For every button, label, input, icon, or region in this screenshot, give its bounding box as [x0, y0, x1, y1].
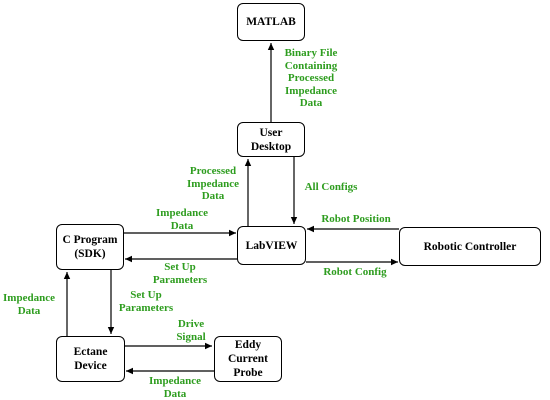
- ectane-device-label: Ectane Device: [73, 346, 108, 372]
- edge-label-all-configs: All Configs: [304, 181, 358, 193]
- user-desktop-label: User Desktop: [250, 126, 292, 153]
- edge-label-impedance-data-bottom: Impedance Data: [149, 375, 201, 400]
- edge-label-drive-signal: Drive Signal: [176, 318, 206, 343]
- eddy-current-probe-label: Eddy Current Probe: [227, 339, 269, 379]
- edge-label-setup-parameters-labview-to-c: Set Up Parameters: [152, 261, 208, 286]
- matlab-label: MATLAB: [246, 16, 296, 28]
- ectane-device-node: Ectane Device: [56, 336, 125, 382]
- robotic-controller-node: Robotic Controller: [399, 227, 541, 266]
- edge-label-impedance-data-c-to-labview: Impedance Data: [156, 207, 208, 232]
- c-program-label: C Program (SDK): [62, 234, 118, 260]
- edge-label-robot-config: Robot Config: [323, 266, 387, 278]
- labview-label: LabVIEW: [245, 239, 298, 252]
- robotic-controller-label: Robotic Controller: [423, 240, 517, 253]
- edge-label-binary-file: Binary File Containing Processed Impedan…: [284, 47, 338, 109]
- labview-node: LabVIEW: [237, 226, 306, 265]
- edge-label-setup-parameters-c-to-ectane: Set Up Parameters: [118, 289, 174, 314]
- eddy-current-probe-node: Eddy Current Probe: [214, 336, 282, 382]
- edge-label-robot-position: Robot Position: [321, 213, 391, 225]
- user-desktop-node: User Desktop: [237, 122, 305, 157]
- edge-label-processed-impedance: Processed Impedance Data: [187, 165, 239, 202]
- matlab-node: MATLAB: [237, 3, 305, 41]
- c-program-node: C Program (SDK): [56, 224, 124, 270]
- edge-label-impedance-data-left: Impedance Data: [3, 292, 55, 317]
